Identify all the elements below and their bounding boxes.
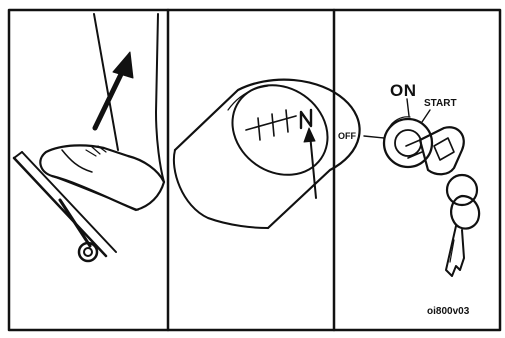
pedal-pad [14,152,22,158]
neutral-letter-n [301,110,311,128]
shift-pattern-bar [246,116,296,130]
knob-body [175,80,360,228]
pedal-bar-bottom [22,152,116,252]
ignition-off-label: OFF [338,131,356,141]
shift-pattern-slot-3 [286,110,288,132]
key-bow [420,127,464,174]
shift-knob-panel [174,67,360,228]
trouser-leg-back [156,14,164,182]
shoe-toe-cap [62,150,92,172]
up-arrow-head [113,52,133,78]
ignition-on-label: ON [390,81,417,101]
shift-pattern-slot-1 [258,118,260,140]
ignition-start-label: START [424,98,457,109]
knob-highlight [228,86,268,110]
ignition-panel [364,99,479,276]
shift-pattern-slot-2 [272,114,274,136]
spare-key-bow [451,196,479,229]
on-leader-line [407,99,409,116]
pedal-lever [60,200,90,246]
pedal-pivot-inner [84,248,92,256]
figure-code: oi800v03 [427,306,469,317]
neutral-pointer-head [304,128,315,142]
brake-pedal-panel [14,14,164,261]
trouser-leg [94,14,118,150]
pedal-pivot [79,243,97,261]
start-leader-line [422,110,430,122]
key-bow-groove [434,138,454,160]
figure-frame [9,10,500,330]
off-leader-line [364,136,384,138]
ignition-cylinder-inner [395,130,421,156]
spare-key-blade [446,226,464,276]
